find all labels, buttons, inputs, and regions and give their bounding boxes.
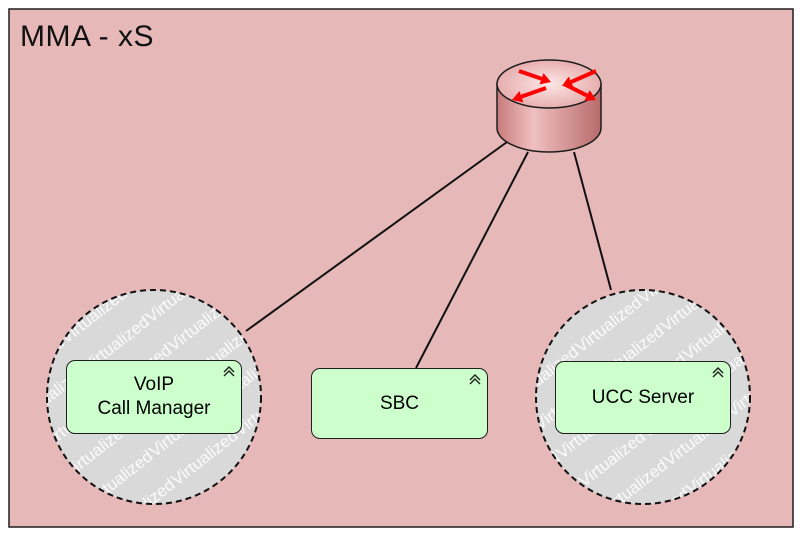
node-label-sbc: SBC [379,392,420,414]
arrow-out-upright [562,69,597,88]
application-collaboration-icon [469,374,481,385]
arrow-out-downleft [512,86,547,103]
node-sbc[interactable]: SBC [311,368,488,439]
arrow-in-right [565,83,596,101]
node-label-voip: VoIP Call Manager [97,374,211,419]
router-icon[interactable] [496,59,602,153]
connection-router-voip-call-manager [245,141,508,332]
node-ucc-server[interactable]: UCC Server [555,361,731,434]
connection-lines [245,141,612,369]
node-voip-call-manager[interactable]: VoIP Call Manager [66,360,242,434]
node-label-ucc: UCC Server [591,386,695,408]
arrow-in-left [518,69,551,85]
connection-router-sbc [415,151,529,369]
application-collaboration-icon [223,366,235,377]
connection-router-ucc-server [573,151,612,291]
frame-title: MMA - xS [20,20,155,53]
router-arrows [512,69,597,103]
application-collaboration-icon [712,367,724,378]
